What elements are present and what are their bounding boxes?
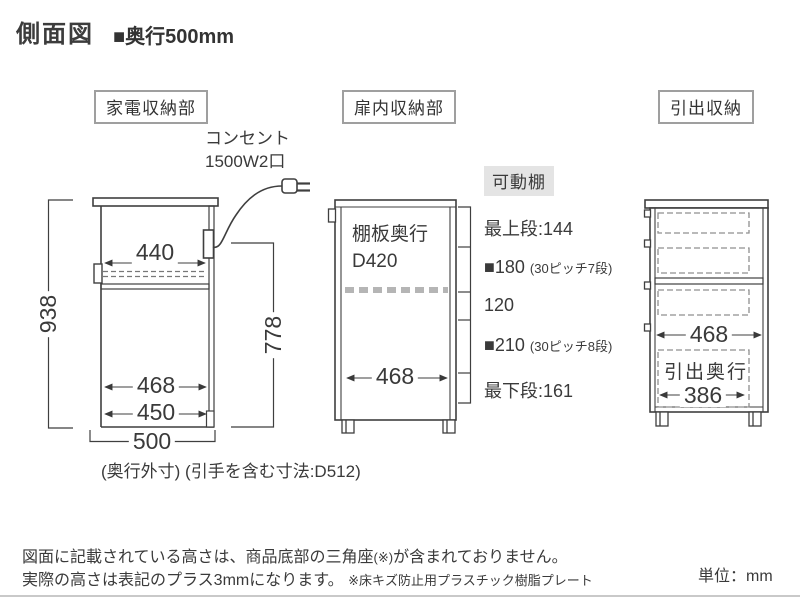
dim-468-drawer-label: 468 <box>685 322 733 346</box>
dim-778-label: 778 <box>260 311 286 359</box>
slide-shelf-dashes <box>103 270 206 278</box>
section-label-door: 扉内収納部 <box>342 90 456 124</box>
outlet-socket <box>202 229 215 259</box>
page-title: 側面図 <box>16 21 94 48</box>
shelf-position-text: 最下段:161 <box>484 381 574 401</box>
dim-468-appliance-label: 468 <box>132 373 180 397</box>
note1-text-end: が含まれておりません。 <box>393 549 568 566</box>
bottom-divider <box>0 595 800 597</box>
shelf-position-text: ■180 <box>484 257 525 277</box>
shelf-depth-line1: 棚板奥行 <box>352 224 429 245</box>
footer-note-line2: 実際の高さは表記のプラス3mmになります。 ※床キズ防止用プラスチック樹脂プレー… <box>22 566 593 590</box>
section-label-drawer: 引出収納 <box>658 90 754 124</box>
shelf-position-text: ■210 <box>484 335 525 355</box>
power-plug-icon <box>281 178 310 194</box>
outlet-spec: 1500W2口 <box>205 152 286 171</box>
shelf-position-row-top: 最上段:144 <box>484 215 573 241</box>
shelf-position-text: 120 <box>484 295 515 315</box>
shelf-position-subtext: (30ピッチ7段) <box>529 261 613 276</box>
shelf-tick-bracket <box>458 206 472 404</box>
shelf-position-subtext: (30ピッチ8段) <box>529 339 613 354</box>
drawer-cabinet-feet <box>655 411 762 427</box>
base-foot <box>205 410 215 428</box>
outlet-name: コンセント <box>205 129 290 148</box>
unit-label: 単位：mm <box>698 568 773 585</box>
shelf-position-row-210: ■210 (30ピッチ8段) <box>484 335 612 356</box>
drawer-depth-label: 引出奥行 <box>664 362 749 383</box>
drawer-front-handles <box>643 209 652 332</box>
section-label-appliance: 家電収納部 <box>94 90 208 124</box>
dim-468-door-label: 468 <box>371 364 419 388</box>
dim-450-label: 450 <box>132 400 180 424</box>
drawer-cabinet-drawing <box>643 199 769 427</box>
shelf-position-text: 最上段:144 <box>484 219 574 239</box>
movable-shelf-badge: 可動棚 <box>484 166 554 196</box>
footer-note-line1: 図面に記載されている高さは、商品底部の三角座(※)が含まれておりません。 <box>22 543 568 567</box>
shelf-depth-line2: D420 <box>352 251 398 272</box>
dim-386-label: 386 <box>679 383 727 407</box>
door-cabinet-feet <box>341 419 456 434</box>
outlet-label: コンセント 1500W2口 <box>205 127 290 173</box>
note1-text: 図面に記載されている高さは、商品底部の三角座 <box>22 549 374 566</box>
appliance-cabinet-drawing <box>47 178 310 443</box>
power-cord <box>212 185 283 248</box>
dim-938-label: 938 <box>35 290 61 338</box>
depth-subtitle: ■奥行500mm <box>113 26 235 48</box>
door-handle <box>327 208 337 223</box>
appliance-caption: (奥行外寸) (引手を含む寸法:D512) <box>101 462 361 481</box>
dim-440-label: 440 <box>131 240 179 264</box>
note2-small-text: ※床キズ防止用プラスチック樹脂プレート <box>348 573 593 588</box>
shelf-depth-label: 棚板奥行 D420 <box>352 221 428 275</box>
shelf-position-row-120: 120 <box>484 295 514 316</box>
shelf-position-row-bottom: 最下段:161 <box>484 377 573 403</box>
note1-ref-mark: (※) <box>373 550 394 565</box>
slide-shelf-handle <box>93 263 103 284</box>
note2-text: 実際の高さは表記のプラス3mmになります。 <box>22 572 344 589</box>
shelf-position-row-180: ■180 (30ピッチ7段) <box>484 257 612 278</box>
dim-500-label: 500 <box>128 429 176 453</box>
